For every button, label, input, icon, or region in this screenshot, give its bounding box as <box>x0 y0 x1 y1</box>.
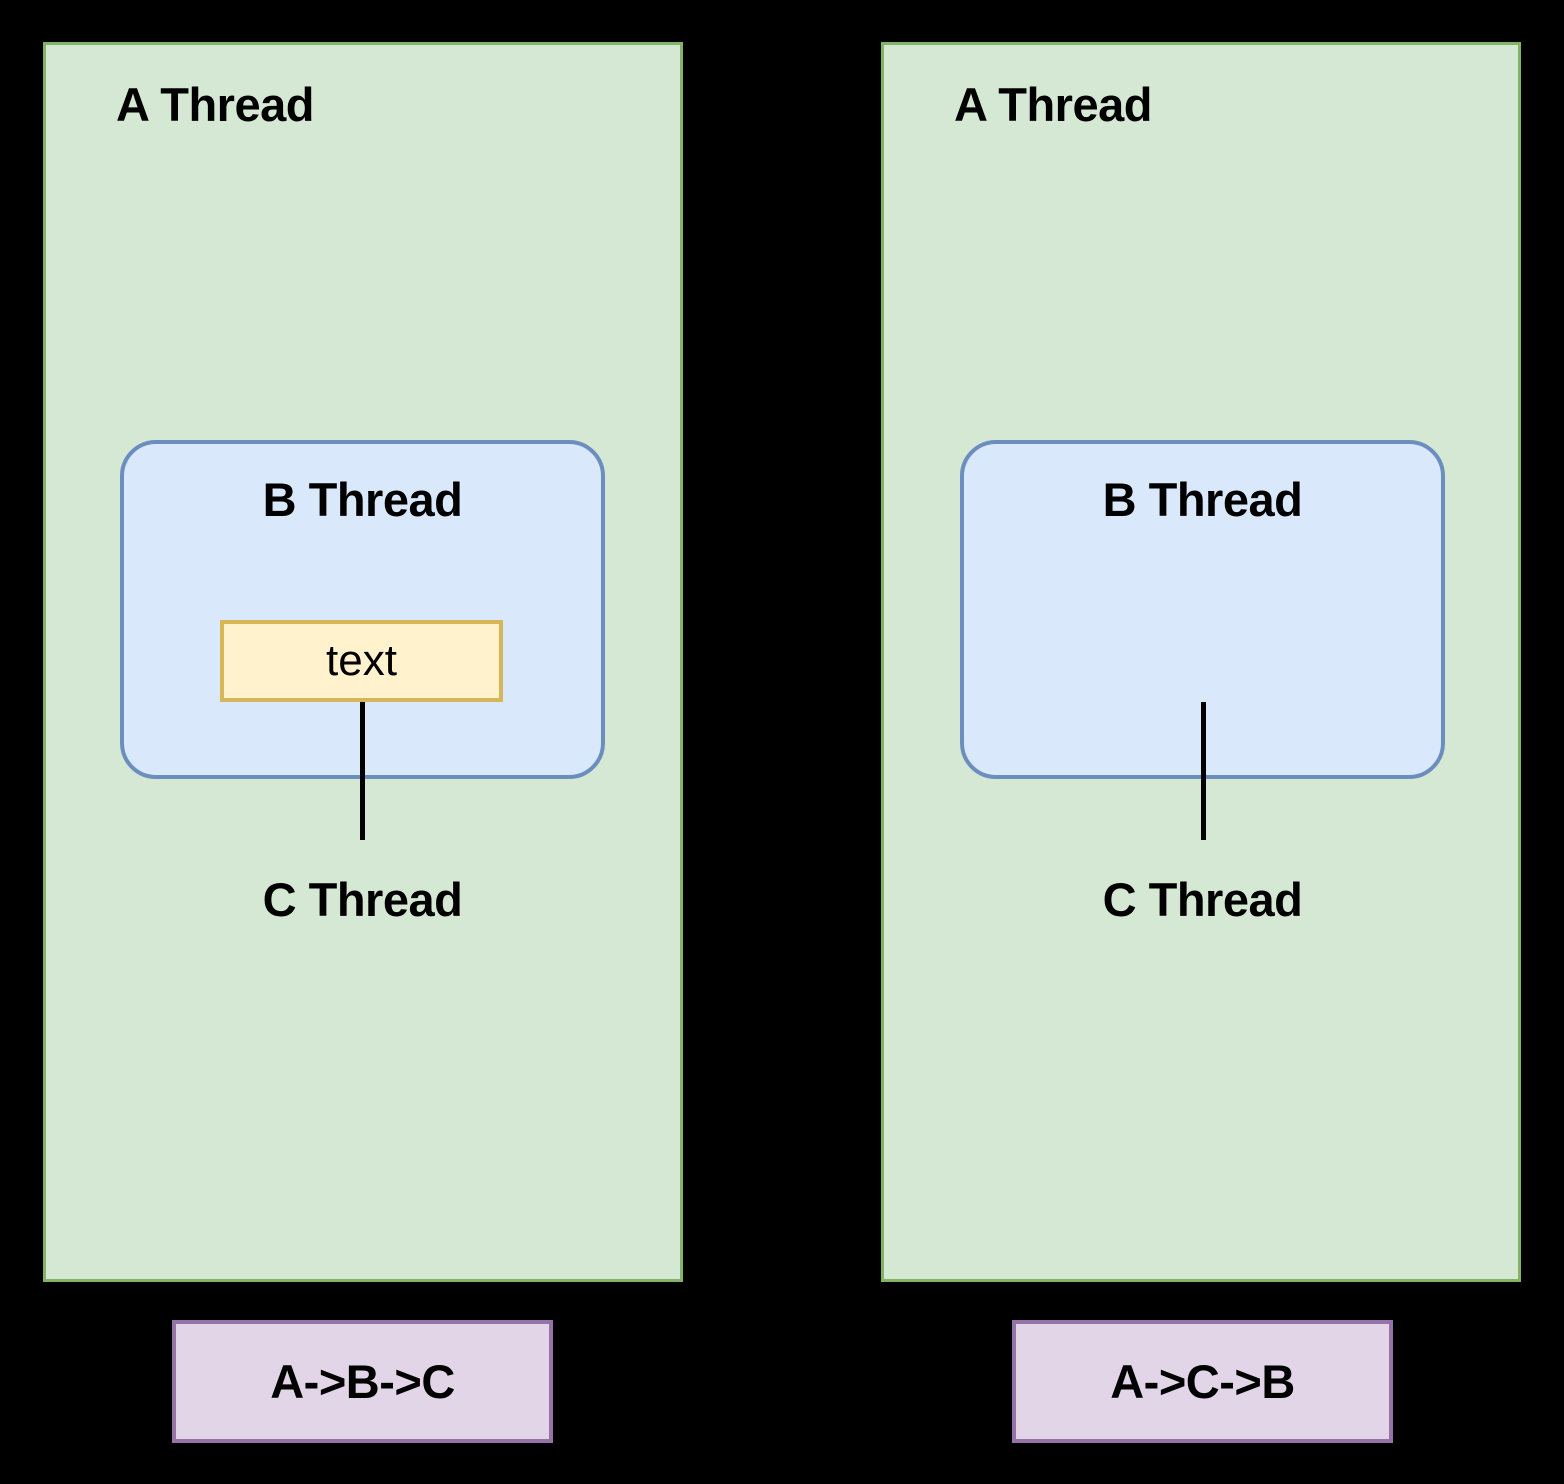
caption-box-left[interactable]: A->B->C <box>172 1320 553 1443</box>
text-node-left[interactable]: text <box>220 620 503 702</box>
caption-box-right[interactable]: A->C->B <box>1012 1320 1393 1443</box>
a-thread-label-right: A Thread <box>954 78 1152 131</box>
c-thread-connector-left <box>360 702 365 840</box>
caption-label-right: A->C->B <box>1110 1355 1295 1408</box>
c-thread-label-right: C Thread <box>1102 873 1303 926</box>
c-thread-connector-right <box>1201 702 1206 840</box>
a-thread-label-left: A Thread <box>116 78 314 131</box>
b-thread-label-right: B Thread <box>1102 473 1303 526</box>
b-thread-label-left: B Thread <box>262 473 463 526</box>
c-thread-label-left: C Thread <box>262 873 463 926</box>
text-node-label-left: text <box>326 636 397 685</box>
caption-label-left: A->B->C <box>270 1355 455 1408</box>
